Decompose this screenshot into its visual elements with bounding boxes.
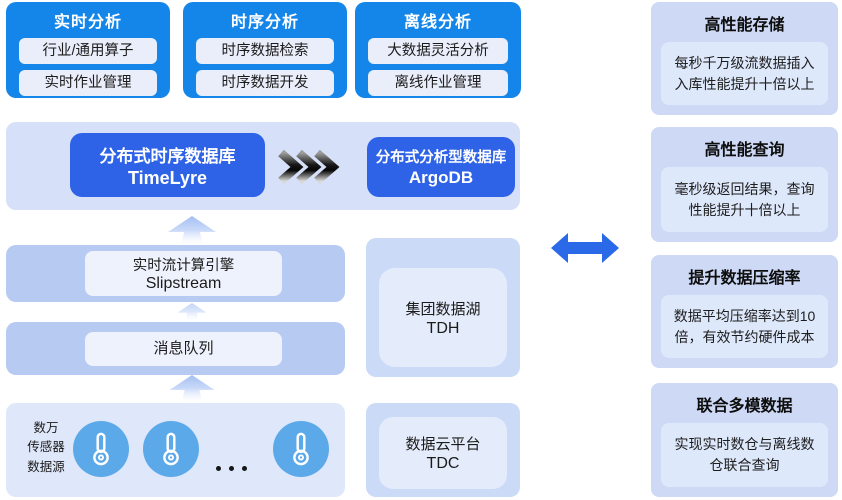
- sensor-label-line: 数据源: [27, 459, 65, 474]
- benefit-card-compression: 提升数据压缩率 数据平均压缩率达到10倍，有效节约硬件成本: [651, 255, 838, 368]
- sensor-source-label: 数万 传感器 数据源: [15, 419, 77, 477]
- up-arrow-icon: [177, 303, 207, 322]
- benefit-description: 每秒千万级流数据插入入库性能提升十倍以上: [661, 42, 828, 105]
- module-timeseries-analysis: 时序分析 时序数据检索 时序数据开发: [183, 2, 347, 98]
- ellipsis-dots: [216, 466, 247, 471]
- benefit-title: 高性能存储: [704, 17, 785, 34]
- timelyre-label: 分布式时序数据库: [99, 146, 236, 166]
- up-arrow-icon: [168, 216, 216, 247]
- sensor-badge: [73, 421, 129, 477]
- module-item: 时序数据检索: [196, 38, 334, 64]
- tdc-label: 数据云平台: [405, 436, 481, 453]
- benefit-description: 实现实时数仓与离线数仓联合查询: [661, 423, 828, 487]
- argodb-database-box: 分布式分析型数据库 ArgoDB: [367, 137, 515, 197]
- benefit-description: 数据平均压缩率达到10倍，有效节约硬件成本: [661, 295, 828, 358]
- thermometer-icon: [93, 432, 109, 466]
- benefit-card-multimodel: 联合多模数据 实现实时数仓与离线数仓联合查询: [651, 383, 838, 497]
- module-title: 离线分析: [403, 14, 472, 31]
- sensor-label-line: 数万: [33, 421, 59, 435]
- tdc-box: 数据云平台 TDC: [379, 417, 507, 489]
- slipstream-label: 实时流计算引擎: [132, 258, 235, 274]
- dot: [242, 466, 247, 471]
- sensor-label-line: 传感器: [27, 440, 65, 455]
- timelyre-name: TimeLyre: [127, 167, 208, 188]
- dot: [229, 466, 234, 471]
- benefit-title: 高性能查询: [704, 142, 785, 159]
- module-item: 实时作业管理: [19, 70, 157, 96]
- module-offline-analysis: 离线分析 大数据灵活分析 离线作业管理: [355, 2, 521, 98]
- slipstream-name: Slipstream: [145, 275, 222, 292]
- sensor-badge: [143, 421, 199, 477]
- tdh-name: TDH: [426, 319, 460, 337]
- argodb-name: ArgoDB: [408, 168, 474, 187]
- tdh-box: 集团数据湖 TDH: [379, 268, 507, 367]
- benefit-card-query: 高性能查询 毫秒级返回结果，查询性能提升十倍以上: [651, 127, 838, 242]
- module-title: 实时分析: [53, 14, 122, 31]
- slipstream-box: 实时流计算引擎 Slipstream: [85, 251, 282, 296]
- benefit-card-storage: 高性能存储 每秒千万级流数据插入入库性能提升十倍以上: [651, 2, 838, 115]
- message-queue-box: 消息队列: [85, 332, 282, 366]
- module-realtime-analysis: 实时分析 行业/通用算子 实时作业管理: [6, 2, 170, 98]
- module-item: 时序数据开发: [196, 70, 334, 96]
- sensor-badge: [273, 421, 329, 477]
- thermometer-icon: [293, 432, 309, 466]
- benefit-title: 联合多模数据: [696, 398, 793, 415]
- timelyre-database-box: 分布式时序数据库 TimeLyre: [70, 133, 265, 197]
- module-title: 时序分析: [230, 14, 299, 31]
- benefit-title: 提升数据压缩率: [688, 270, 801, 287]
- argodb-label: 分布式分析型数据库: [375, 150, 507, 166]
- tdh-label: 集团数据湖: [405, 300, 481, 318]
- module-item: 行业/通用算子: [19, 38, 157, 64]
- tdc-name: TDC: [426, 455, 460, 472]
- benefit-description: 毫秒级返回结果，查询性能提升十倍以上: [661, 167, 828, 232]
- up-arrow-icon: [169, 375, 215, 404]
- thermometer-icon: [163, 432, 179, 466]
- double-headed-arrow-icon: [551, 233, 619, 263]
- module-item: 大数据灵活分析: [368, 38, 508, 64]
- triple-chevron-right-icon: [278, 149, 340, 185]
- dot: [216, 466, 221, 471]
- module-item: 离线作业管理: [368, 70, 508, 96]
